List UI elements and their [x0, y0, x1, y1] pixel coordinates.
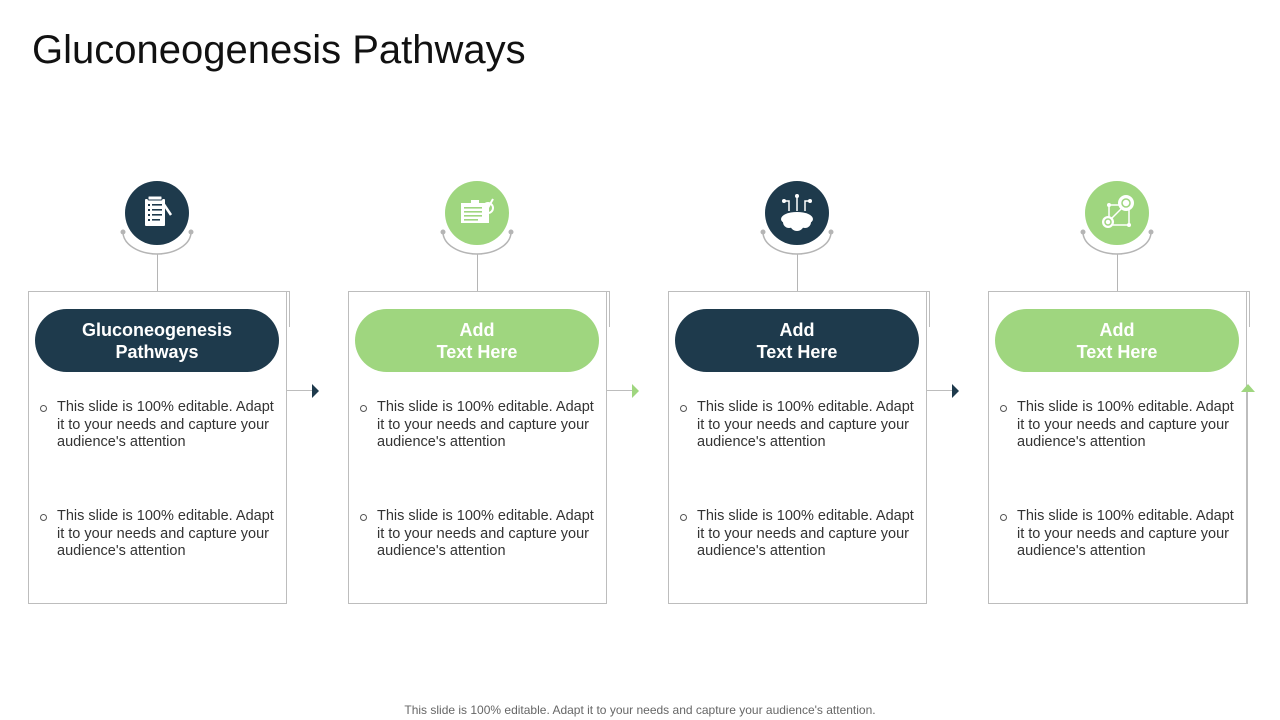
bullet-text: This slide is 100% editable. Adapt it to…	[377, 508, 594, 559]
stage-label-pill: Add Text Here	[675, 309, 919, 372]
bullet-item: This slide is 100% editable. Adapt it to…	[1000, 399, 1240, 452]
connector-stem	[157, 254, 158, 292]
connector-stem	[797, 254, 798, 292]
arrow-right-icon	[952, 384, 959, 398]
stage-label-pill: Gluconeogenesis Pathways	[35, 309, 279, 372]
document-checklist-icon	[125, 181, 189, 245]
cloud-network-icon	[765, 181, 829, 245]
bullet-text: This slide is 100% editable. Adapt it to…	[1017, 399, 1234, 450]
arrow-connector	[926, 390, 952, 391]
bullet-circle-icon	[360, 405, 367, 412]
presentation-board-gear-icon	[445, 181, 509, 245]
bullet-text: This slide is 100% editable. Adapt it to…	[57, 399, 274, 450]
bullet-circle-icon	[1000, 405, 1007, 412]
bullet-item: This slide is 100% editable. Adapt it to…	[360, 508, 600, 561]
icon-arc-decoration	[760, 229, 834, 255]
frame-tab	[28, 291, 290, 327]
bullet-circle-icon	[1000, 514, 1007, 521]
icon-arc-decoration	[1080, 229, 1154, 255]
pathway-column-2: Add Text Here This slide is 100% editabl…	[348, 0, 668, 720]
bullet-circle-icon	[680, 405, 687, 412]
page-title: Gluconeogenesis Pathways	[32, 28, 526, 72]
footer-note: This slide is 100% editable. Adapt it to…	[404, 703, 876, 717]
bullet-text: This slide is 100% editable. Adapt it to…	[1017, 508, 1234, 559]
bullet-item: This slide is 100% editable. Adapt it to…	[360, 399, 600, 452]
bullet-item: This slide is 100% editable. Adapt it to…	[680, 399, 920, 452]
frame-tab	[988, 291, 1250, 327]
frame-tab	[348, 291, 610, 327]
bullet-item: This slide is 100% editable. Adapt it to…	[680, 508, 920, 561]
bullet-item: This slide is 100% editable. Adapt it to…	[40, 508, 280, 561]
stage-label-pill: Add Text Here	[355, 309, 599, 372]
arrow-up-icon	[1241, 384, 1255, 392]
bullet-circle-icon	[680, 514, 687, 521]
arrow-connector	[286, 390, 312, 391]
icon-arc-decoration	[440, 229, 514, 255]
pathway-column-3: Add Text Here This slide is 100% editabl…	[668, 0, 988, 720]
bullet-circle-icon	[40, 514, 47, 521]
bullet-text: This slide is 100% editable. Adapt it to…	[57, 508, 274, 559]
bullet-circle-icon	[360, 514, 367, 521]
arrow-right-icon	[632, 384, 639, 398]
bullet-circle-icon	[40, 405, 47, 412]
connector-stem	[1117, 254, 1118, 292]
connector-stem	[477, 254, 478, 292]
pathway-column-4: Add Text Here This slide is 100% editabl…	[988, 0, 1280, 720]
bullet-text: This slide is 100% editable. Adapt it to…	[697, 508, 914, 559]
stage-label-pill: Add Text Here	[995, 309, 1239, 372]
frame-tab	[668, 291, 930, 327]
bullet-item: This slide is 100% editable. Adapt it to…	[1000, 508, 1240, 561]
bullet-item: This slide is 100% editable. Adapt it to…	[40, 399, 280, 452]
icon-arc-decoration	[120, 229, 194, 255]
bullet-text: This slide is 100% editable. Adapt it to…	[697, 399, 914, 450]
arrow-connector	[1247, 392, 1248, 604]
arrow-connector	[606, 390, 632, 391]
pathway-column-1: Gluconeogenesis Pathways This slide is 1…	[28, 0, 348, 720]
connected-gears-icon	[1085, 181, 1149, 245]
bullet-text: This slide is 100% editable. Adapt it to…	[377, 399, 594, 450]
arrow-right-icon	[312, 384, 319, 398]
